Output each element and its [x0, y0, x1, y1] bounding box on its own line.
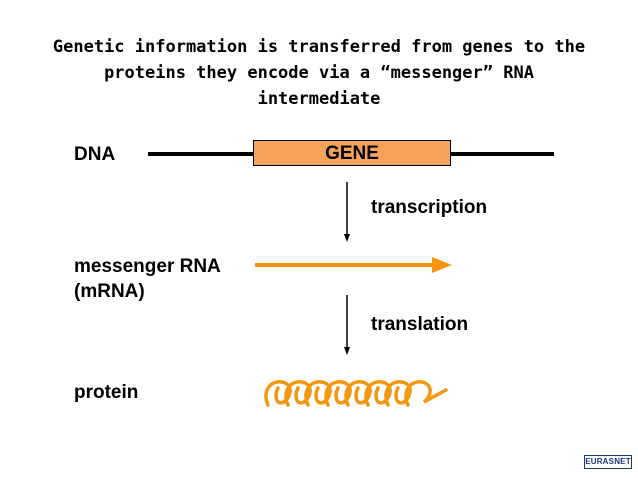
title-line-3: intermediate [257, 89, 381, 109]
transcription-label: transcription [371, 197, 488, 218]
title-line-1: Genetic information is transferred from … [52, 37, 586, 57]
slide-title: Genetic information is transferred from … [0, 34, 638, 112]
mrna-arrow [255, 257, 452, 273]
mrna-label-line-1: messenger RNA [74, 256, 221, 277]
protein-helix [264, 380, 448, 407]
dna-strand-right [450, 152, 554, 156]
title-line-2: proteins they encode via a “messenger” R… [104, 63, 534, 83]
eurasnet-logo: EURASNET [584, 455, 632, 469]
dna-strand-left [148, 152, 254, 156]
mrna-label-line-2: (mRNA) [74, 281, 145, 302]
dna-label: DNA [74, 144, 116, 165]
translation-label: translation [371, 314, 469, 335]
gene-box: GENE [253, 140, 451, 166]
protein-label: protein [74, 382, 139, 403]
